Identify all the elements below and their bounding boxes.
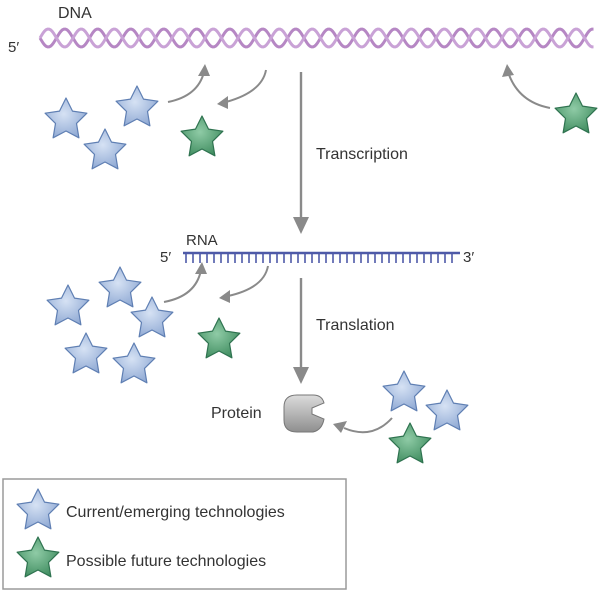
current-star-icon	[130, 296, 174, 338]
current-star-icon	[44, 97, 88, 139]
rna-3prime-label: 3′	[463, 249, 474, 266]
curved-arrow-to-rna	[163, 262, 207, 303]
current-star-icon	[98, 266, 142, 308]
rna-5prime-label: 5′	[160, 249, 171, 266]
technology-star-10	[425, 389, 469, 431]
curved-arrow-to-dna-left	[167, 64, 210, 103]
current-star-icon	[115, 85, 159, 127]
legend-future-label: Possible future technologies	[66, 553, 266, 570]
technology-star-9	[382, 370, 426, 412]
curved-arrow-from-dna-to-11	[217, 69, 267, 109]
technology-star-3	[83, 128, 127, 170]
current-star-icon	[112, 342, 156, 384]
current-star-icon	[46, 284, 90, 326]
dna-strand-b	[38, 27, 594, 49]
legend: Current/emerging technologies Possible f…	[2, 478, 347, 590]
rna-label: RNA	[186, 232, 218, 249]
dna-5prime-label: 5′	[8, 39, 19, 56]
legend-current-star-icon	[16, 488, 60, 530]
technology-star-7	[64, 332, 108, 374]
technology-star-13	[197, 317, 241, 359]
future-star-icon	[388, 422, 432, 464]
legend-current-star	[16, 488, 60, 530]
current-star-icon	[425, 389, 469, 431]
current-star-icon	[83, 128, 127, 170]
translation-arrow	[293, 278, 309, 384]
future-star-icon	[554, 92, 598, 134]
translation-label: Translation	[316, 317, 395, 334]
technology-star-1	[44, 97, 88, 139]
transcription-arrow	[293, 72, 309, 234]
technology-stars	[44, 85, 598, 464]
curved-arrow-from-rna-to-13	[219, 265, 269, 303]
future-star-icon	[16, 536, 60, 578]
technology-star-11	[180, 115, 224, 157]
technology-star-4	[98, 266, 142, 308]
legend-future-star-icon	[16, 536, 60, 578]
legend-box	[2, 478, 347, 590]
future-star-icon	[180, 115, 224, 157]
future-star-icon	[197, 317, 241, 359]
legend-current-label: Current/emerging technologies	[66, 504, 285, 521]
technology-star-5	[130, 296, 174, 338]
technology-star-6	[112, 342, 156, 384]
current-star-icon	[16, 488, 60, 530]
protein-icon	[283, 394, 325, 433]
current-star-icon	[382, 370, 426, 412]
technology-star-12	[554, 92, 598, 134]
protein-label: Protein	[211, 405, 262, 422]
rna-strand	[183, 251, 460, 263]
current-star-icon	[64, 332, 108, 374]
transcription-label: Transcription	[316, 146, 408, 163]
curved-arrow-to-dna-right	[502, 64, 551, 109]
curved-arrow-to-protein	[333, 417, 393, 434]
legend-future-star	[16, 536, 60, 578]
dna-label: DNA	[58, 5, 92, 22]
technology-star-14	[388, 422, 432, 464]
dna-helix	[38, 27, 594, 49]
technology-star-2	[115, 85, 159, 127]
technology-star-8	[46, 284, 90, 326]
